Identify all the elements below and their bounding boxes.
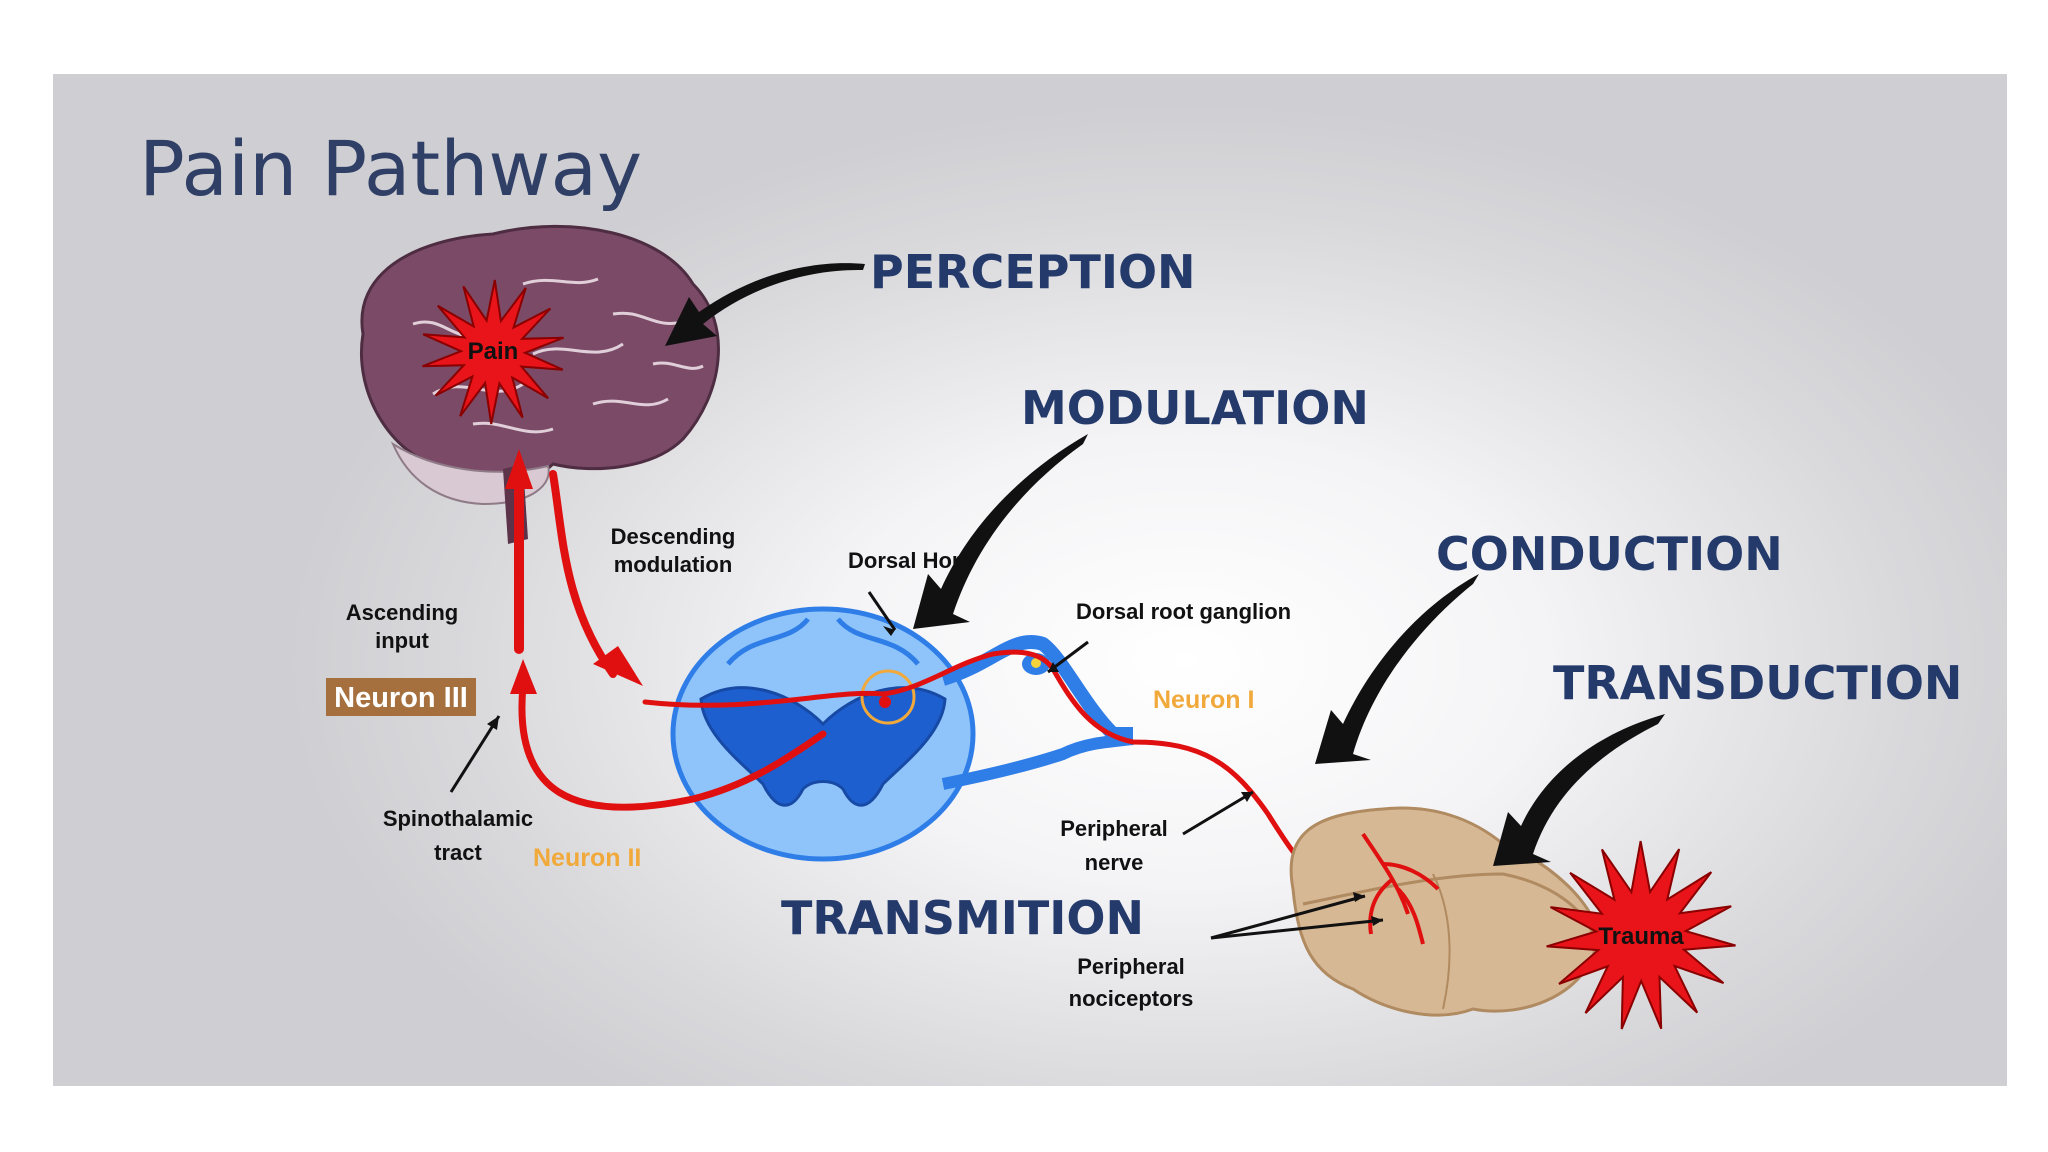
- label-nociceptors-2: nociceptors: [1069, 986, 1194, 1011]
- trauma-burst: Trauma: [1546, 840, 1736, 1030]
- pain-burst-label: Pain: [468, 338, 519, 365]
- pain-burst: Pain: [422, 279, 564, 425]
- label-spinothalamic-1: Spinothalamic: [383, 806, 533, 831]
- trauma-burst-label: Trauma: [1598, 923, 1684, 950]
- page-title: Pain Pathway: [139, 124, 642, 213]
- stage-arrows: [665, 263, 1665, 866]
- label-ascending-1: Ascending: [346, 600, 458, 625]
- ascending-arrowhead: [505, 449, 533, 489]
- label-neuron-iii: Neuron III: [334, 682, 468, 714]
- slide: Pain Pathway Pain: [53, 74, 2007, 1086]
- label-peripheral-nerve-2: nerve: [1085, 850, 1144, 875]
- label-dorsal-horn: Dorsal Horn: [848, 548, 974, 573]
- descending-arrowhead: [593, 646, 643, 686]
- stage-perception: PERCEPTION: [870, 245, 1196, 299]
- stage-conduction: CONDUCTION: [1436, 527, 1783, 581]
- stage-transduction: TRANSDUCTION: [1553, 656, 1962, 710]
- label-nociceptors-1: Peripheral: [1077, 954, 1185, 979]
- modulation-arrow: [913, 434, 1088, 629]
- neuron-iii-box: [326, 678, 476, 716]
- pointer-arrowheads: [487, 626, 1383, 926]
- neuron-ii-arrowhead: [510, 659, 537, 694]
- label-neuron-ii: Neuron II: [533, 844, 641, 872]
- stage-modulation: MODULATION: [1021, 381, 1369, 435]
- label-spinothalamic-2: tract: [434, 840, 482, 865]
- label-descending-1: Descending: [611, 524, 736, 549]
- conduction-arrow: [1315, 574, 1479, 764]
- label-neuron-i: Neuron I: [1153, 686, 1254, 714]
- synapse-dot: [879, 696, 891, 708]
- transduction-arrow: [1493, 714, 1665, 866]
- pain-pathway-diagram: Pain Pathway Pain: [139, 124, 1962, 1030]
- brain: [360, 224, 720, 544]
- label-peripheral-nerve-1: Peripheral: [1060, 816, 1168, 841]
- perception-arrow: [665, 263, 865, 346]
- label-dorsal-root-ganglion: Dorsal root ganglion: [1076, 599, 1291, 624]
- label-descending-2: modulation: [614, 552, 733, 577]
- label-ascending-2: input: [375, 628, 429, 653]
- stage-transmition: TRANSMITION: [781, 891, 1144, 945]
- pointer-arrows: [449, 591, 1384, 940]
- tissue-block: [1289, 806, 1600, 1017]
